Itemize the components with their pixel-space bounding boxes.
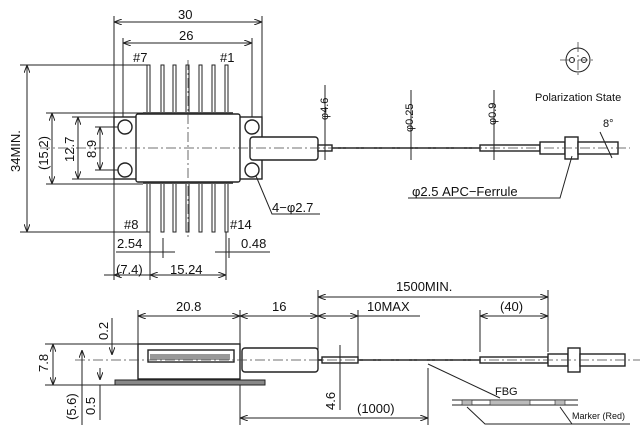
dim-1000: (1000) (357, 401, 395, 416)
fiber-tube (249, 136, 319, 161)
dim-phi-4-6: φ4.6 (319, 98, 331, 120)
dim-34min: 34MIN. (8, 130, 23, 172)
dim-15-24: 15.24 (170, 262, 203, 277)
base-plate (114, 379, 266, 386)
dim-7-4: (7.4) (116, 262, 143, 277)
pin-label-14: #14 (230, 217, 252, 232)
pin-label-1: #1 (220, 50, 234, 65)
grating (489, 399, 531, 406)
dim-16: 16 (272, 299, 286, 314)
polarization-icon (560, 42, 596, 78)
mount-hole (244, 162, 260, 178)
angle-8: 8° (603, 118, 614, 130)
holes-callout: 4−φ2.7 (272, 200, 313, 215)
dim-15-2: (15.2) (36, 136, 51, 170)
dim-5-6: (5.6) (64, 393, 79, 420)
dim-0-5: 0.5 (83, 397, 98, 415)
fbg-detail (452, 399, 578, 406)
dim-4-6: 4.6 (323, 392, 338, 410)
pin-label-8: #8 (124, 217, 138, 232)
marker (461, 399, 473, 406)
dim-12-7: 12.7 (62, 137, 77, 162)
dim-0-2: 0.2 (96, 322, 111, 340)
dim-phi-0-25: φ0.25 (404, 103, 416, 132)
ferrule-callout: φ2.5 APC−Ferrule (412, 184, 518, 199)
polarization-label: Polarization State (535, 92, 621, 104)
top-view: 30 26 #7 #1 8 (8, 7, 630, 280)
dim-8-9: 8.9 (84, 140, 99, 158)
pin-label-7: #7 (133, 50, 147, 65)
mount-hole (117, 162, 133, 178)
mount-hole (117, 119, 133, 135)
marker (554, 399, 566, 406)
dim-30: 30 (178, 7, 192, 22)
dim-2-54: 2.54 (117, 236, 142, 251)
marker-label: Marker (Red) (572, 411, 625, 421)
dim-26: 26 (179, 28, 193, 43)
dim-0-48: 0.48 (241, 236, 266, 251)
dim-phi-0-9: φ0.9 (487, 103, 499, 125)
dim-10max: 10MAX (367, 299, 410, 314)
dim-7-8: 7.8 (36, 354, 51, 372)
fbg-label: FBG (495, 386, 518, 398)
dim-20-8: 20.8 (176, 299, 201, 314)
side-view: 1500MIN. 20.8 16 10MAX (40) 7.8 (5.6) 0.… (36, 279, 640, 425)
mount-hole (244, 119, 260, 135)
dim-1500min: 1500MIN. (396, 279, 452, 294)
dim-40: (40) (500, 299, 523, 314)
